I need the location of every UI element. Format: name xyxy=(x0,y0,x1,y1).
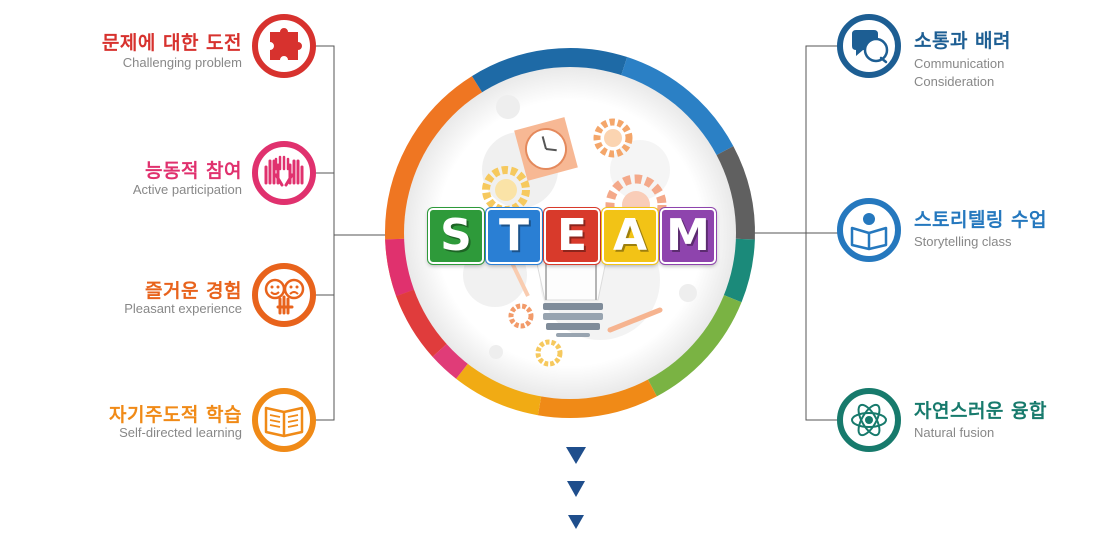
ring-segment xyxy=(471,48,628,99)
item-pleasant-experience: 즐거운 경험 Pleasant experience xyxy=(0,262,242,326)
item-title: 능동적 참여 xyxy=(144,160,242,182)
ring-segment xyxy=(717,238,755,303)
steam-letter-m: M xyxy=(660,208,716,264)
steam-letter-e: E xyxy=(544,208,600,264)
item-subtitle-line: Communication xyxy=(914,56,1005,71)
ring-segment xyxy=(385,238,421,297)
ring-segment xyxy=(432,339,473,379)
reader-icon xyxy=(837,198,901,262)
item-communication-consideration: 소통과 배려 Communication Consideration xyxy=(914,24,1104,94)
item-title: 즐거운 경험 xyxy=(144,280,242,302)
item-subtitle-line: Storytelling class xyxy=(914,234,1012,249)
steam-letter-a: A xyxy=(602,208,658,264)
ring-segment xyxy=(385,76,486,240)
ring-segment xyxy=(710,146,755,240)
item-subtitle: Self-directed learning xyxy=(119,425,242,440)
steam-letter-t: T xyxy=(486,208,542,264)
item-subtitle: Challenging problem xyxy=(122,55,242,70)
item-storytelling-class: 스토리텔링 수업 Storytelling class xyxy=(914,203,1104,263)
item-active-participation: 능동적 참여 Active participation xyxy=(0,140,242,204)
item-title: 스토리텔링 수업 xyxy=(914,209,1047,231)
item-subtitle-line: Consideration xyxy=(914,74,995,89)
gear-icon xyxy=(508,303,534,329)
item-subtitle: Active participation xyxy=(132,182,242,197)
gear-icon xyxy=(535,339,563,367)
clock-icon xyxy=(514,117,578,181)
down-arrow-icon xyxy=(566,447,586,464)
gear-icon xyxy=(593,118,633,158)
faces-icon xyxy=(252,263,316,327)
steam-letter-s: S xyxy=(428,208,484,264)
item-title: 문제에 대한 도전 xyxy=(101,32,242,54)
open-book-icon xyxy=(252,388,316,452)
down-arrow-icon xyxy=(568,515,584,529)
item-natural-fusion: 자연스러운 융합 Natural fusion xyxy=(914,394,1104,454)
raised-hands-icon xyxy=(252,141,316,205)
item-subtitle-line: Natural fusion xyxy=(914,425,995,440)
ring-segment xyxy=(537,373,657,418)
item-title: 자연스러운 융합 xyxy=(914,400,1047,422)
fusion-icon xyxy=(837,388,901,452)
item-subtitle: Pleasant experience xyxy=(124,301,242,316)
item-title: 자기주도적 학습 xyxy=(109,404,242,426)
puzzle-icon xyxy=(252,14,316,78)
ring-segment xyxy=(618,57,734,159)
pencil-icon xyxy=(607,307,663,333)
ring-segment xyxy=(644,292,742,397)
chat-bubbles-icon xyxy=(837,14,901,78)
item-self-directed-learning: 자기주도적 학습 Self-directed learning xyxy=(0,386,242,450)
item-title: 소통과 배려 xyxy=(914,30,1012,52)
ring-segment xyxy=(456,358,543,416)
item-challenging-problem: 문제에 대한 도전 Challenging problem xyxy=(0,12,242,76)
down-arrow-icon xyxy=(567,481,585,497)
ring-segment xyxy=(396,287,453,357)
